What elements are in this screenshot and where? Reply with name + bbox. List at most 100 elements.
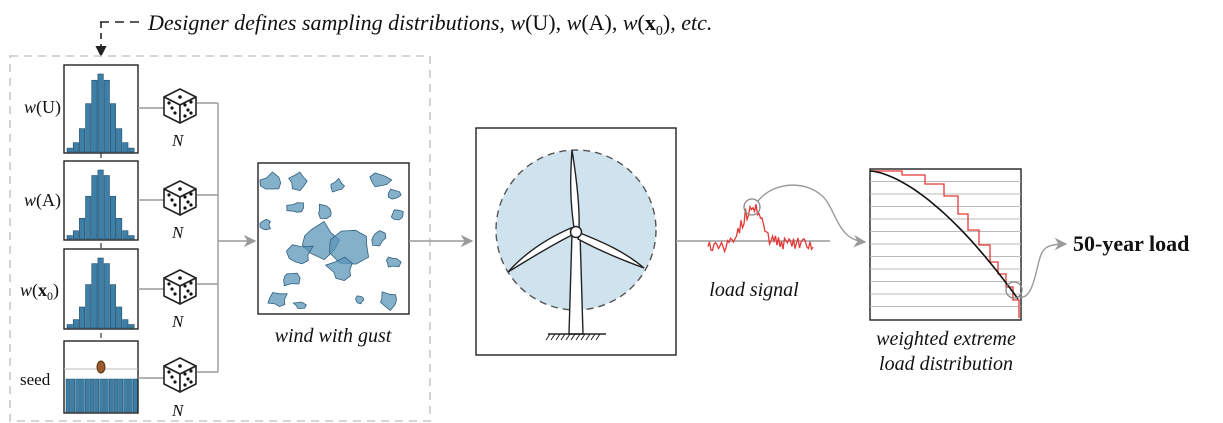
gust-patch bbox=[292, 301, 307, 309]
distribution-caption-line2: load distribution bbox=[879, 353, 1013, 375]
arrow-icon bbox=[1018, 237, 1068, 298]
histogram-bar bbox=[122, 230, 129, 240]
wind-turbine-icon bbox=[507, 149, 645, 341]
histogram-bar bbox=[97, 257, 104, 329]
uniform-bar bbox=[128, 378, 133, 413]
gust-patch bbox=[387, 188, 402, 200]
histogram-bar bbox=[97, 73, 104, 153]
histogram-bar bbox=[109, 284, 116, 329]
sample-count-label: N bbox=[171, 131, 185, 150]
uniform-bar bbox=[118, 378, 124, 413]
label-w-u: w(U) bbox=[24, 97, 61, 118]
merge-connectors bbox=[197, 102, 257, 373]
histogram-bar bbox=[122, 142, 129, 153]
uniform-bar bbox=[123, 378, 128, 413]
label-w-a: w(A) bbox=[24, 190, 61, 211]
histogram-bar bbox=[103, 263, 110, 329]
histogram-bar bbox=[103, 175, 110, 240]
uniform-bar bbox=[65, 378, 71, 413]
histogram-bar bbox=[79, 218, 86, 240]
histogram-bar bbox=[79, 306, 86, 329]
histogram-bar bbox=[91, 79, 98, 153]
histogram-bar bbox=[116, 128, 123, 153]
wind-turbine-panel bbox=[475, 127, 677, 356]
gust-patch bbox=[259, 171, 282, 190]
gust-patch bbox=[288, 171, 308, 191]
histogram-bar bbox=[79, 128, 86, 153]
histogram-bar bbox=[66, 147, 73, 153]
designer-annotation: Designer defines sampling distributions,… bbox=[95, 10, 712, 58]
histogram-bar bbox=[91, 175, 98, 240]
sample-count-label: N bbox=[171, 401, 185, 420]
die-icon bbox=[163, 88, 197, 124]
gust-patch bbox=[285, 244, 314, 265]
histogram-bar bbox=[85, 195, 92, 240]
histogram-bar bbox=[85, 284, 92, 329]
sampling-region bbox=[9, 55, 431, 422]
extreme-marker bbox=[1005, 281, 1023, 299]
histogram-bar bbox=[128, 324, 135, 329]
histogram-bar bbox=[103, 79, 110, 153]
sample-count-label: N bbox=[171, 223, 185, 242]
fitted-curve bbox=[869, 170, 1019, 300]
histogram-bar bbox=[122, 319, 129, 329]
gust-patch bbox=[369, 172, 393, 188]
gust-patch bbox=[286, 202, 304, 213]
uniform-bar bbox=[84, 378, 90, 413]
peak-marker bbox=[743, 198, 761, 216]
uniform-bar bbox=[89, 378, 95, 413]
extreme-load-distribution bbox=[869, 168, 1023, 321]
uniform-bar bbox=[80, 378, 85, 413]
wind-field bbox=[257, 162, 410, 315]
histogram-bar bbox=[72, 142, 79, 153]
uniform-bar bbox=[70, 378, 76, 413]
load-signal-caption: load signal bbox=[709, 279, 799, 301]
gust-patch bbox=[283, 272, 301, 287]
histogram-bars bbox=[66, 257, 135, 329]
histogram-bar bbox=[109, 103, 116, 153]
uniform-bar bbox=[132, 378, 138, 413]
gust-patch bbox=[355, 295, 365, 305]
wind-caption: wind with gust bbox=[275, 325, 392, 347]
distribution-caption-line1: weighted extreme bbox=[876, 328, 1016, 350]
uniform-bar bbox=[108, 378, 114, 413]
histogram-bar bbox=[91, 263, 98, 329]
histogram-bar bbox=[97, 169, 104, 240]
gust-patch bbox=[330, 177, 346, 193]
gust-patch bbox=[329, 229, 370, 265]
uniform-bar bbox=[94, 378, 100, 413]
gust-patch bbox=[267, 292, 288, 308]
label-w-x0: w(x0) bbox=[20, 280, 59, 303]
histogram-bar bbox=[66, 235, 73, 240]
histogram-bars bbox=[66, 73, 135, 153]
seed-icon bbox=[96, 360, 106, 374]
sample-count-label: N bbox=[171, 312, 185, 331]
gust-patch bbox=[318, 203, 332, 220]
gust-patch bbox=[324, 256, 353, 282]
histogram-bar bbox=[66, 324, 73, 329]
histogram-bar bbox=[85, 103, 92, 153]
histogram-bar bbox=[72, 230, 79, 240]
uniform-bar bbox=[113, 378, 119, 413]
histogram-bar bbox=[116, 306, 123, 329]
histogram-bars bbox=[66, 169, 135, 240]
gust-patches bbox=[259, 171, 404, 311]
gust-patch bbox=[259, 218, 271, 231]
sample-connectors bbox=[138, 107, 164, 379]
header-text: Designer defines sampling distributions,… bbox=[147, 10, 712, 39]
die-icon bbox=[163, 357, 197, 393]
gust-patch bbox=[385, 256, 402, 268]
die-icon bbox=[163, 180, 197, 216]
gust-patch bbox=[371, 230, 387, 247]
uniform-bar bbox=[99, 378, 104, 413]
arrow-icon bbox=[757, 184, 867, 248]
histogram-bar bbox=[128, 235, 135, 240]
seed-box bbox=[63, 340, 139, 414]
histogram-bar bbox=[116, 218, 123, 240]
uniform-bar bbox=[75, 378, 80, 413]
result-label: 50-year load bbox=[1073, 231, 1189, 256]
histogram-bar bbox=[109, 195, 116, 240]
gust-patch bbox=[390, 209, 404, 221]
uniform-bar bbox=[104, 378, 109, 413]
gust-patch bbox=[380, 291, 397, 311]
